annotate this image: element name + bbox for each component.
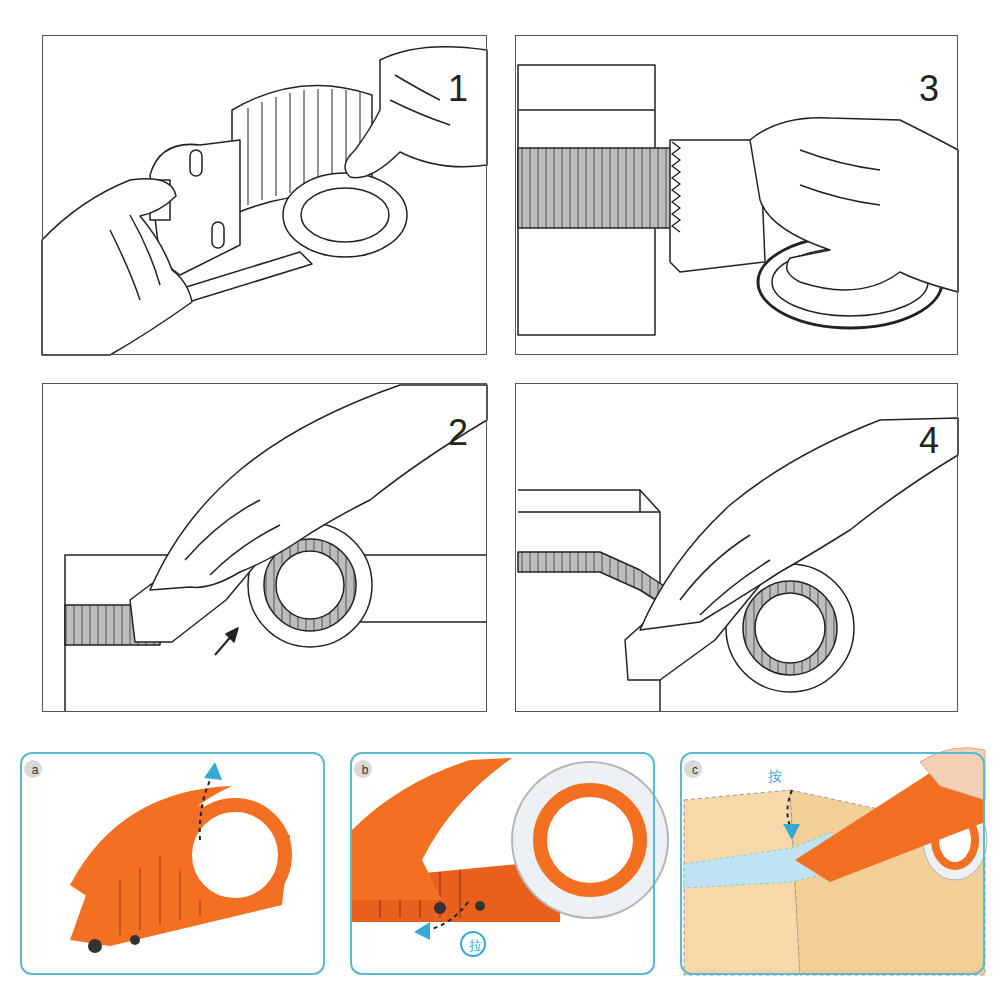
step-panel: 3 (515, 35, 958, 355)
panel-one-art-shape (190, 150, 202, 176)
panel-b-art-shape (428, 902, 468, 930)
step-number: 4 (912, 423, 946, 459)
photo-step-panel: a (20, 752, 325, 975)
panel-c-art-shape (920, 748, 985, 800)
panel-one-art-shape (390, 75, 450, 125)
panel-two-art (65, 385, 487, 712)
panel-one-art-shape (42, 179, 192, 355)
panel-three-art-shape (800, 150, 880, 205)
panel-b-art-shape (540, 790, 640, 890)
panel-c-art (684, 748, 987, 975)
step-letter: a (26, 764, 44, 776)
panel-b-art (352, 758, 668, 956)
panel-one-art (42, 47, 487, 355)
panel-one-art-shape (283, 173, 407, 257)
panel-b-art-shape (352, 758, 512, 900)
panel-three-art-shape (672, 142, 680, 232)
step-panel: 4 (515, 383, 958, 712)
step-number: 1 (441, 71, 475, 107)
panel-three-art-shape (750, 118, 958, 292)
panel-four-art-shape (640, 418, 958, 630)
panel-one-art-shape (110, 215, 160, 300)
panel-c-art-shape (783, 824, 800, 840)
panel-a-art-shape (130, 935, 140, 945)
step-letter: b (356, 764, 374, 776)
panel-three-art-shape (518, 109, 655, 111)
panel-three-art-shape (518, 148, 672, 228)
panel-three-art-shape (670, 140, 765, 272)
panel-two-art-shape (276, 551, 344, 619)
panel-one-art-shape (345, 47, 487, 178)
step-panel: 2 (42, 383, 487, 712)
panel-one-art-shape (301, 188, 389, 242)
photo-step-panel: c按 (680, 752, 985, 975)
panel-b-art-shape (434, 902, 446, 914)
panel-four-art (518, 418, 958, 712)
photo-step-panel: b拉 (350, 752, 655, 975)
panel-b-art-shape (512, 762, 668, 918)
step-panel: 1 (42, 35, 487, 355)
panel-a-art-shape (200, 776, 212, 840)
panel-two-art-shape (150, 385, 487, 590)
panel-four-art-shape (755, 593, 825, 663)
panel-three-art (518, 65, 958, 335)
panel-c-art-shape (787, 790, 792, 826)
panel-four-art-shape (680, 535, 770, 615)
panel-two-art-shape (226, 628, 238, 642)
panel-b-art-shape (461, 932, 485, 956)
panel-b-art-shape (475, 901, 485, 911)
action-word: 拉 (465, 939, 485, 952)
panel-b-art-shape (414, 922, 430, 940)
panel-one-art-shape (212, 222, 224, 248)
panel-four-art-shape (743, 581, 837, 675)
step-number: 2 (441, 415, 475, 451)
panel-a-art (24, 760, 290, 953)
panel-two-art-shape (185, 500, 280, 575)
panel-a-art-shape (88, 939, 102, 953)
action-word: 按 (764, 769, 786, 783)
step-number: 3 (912, 71, 946, 107)
panel-a-art-shape (204, 762, 222, 780)
step-letter: c (686, 764, 704, 776)
